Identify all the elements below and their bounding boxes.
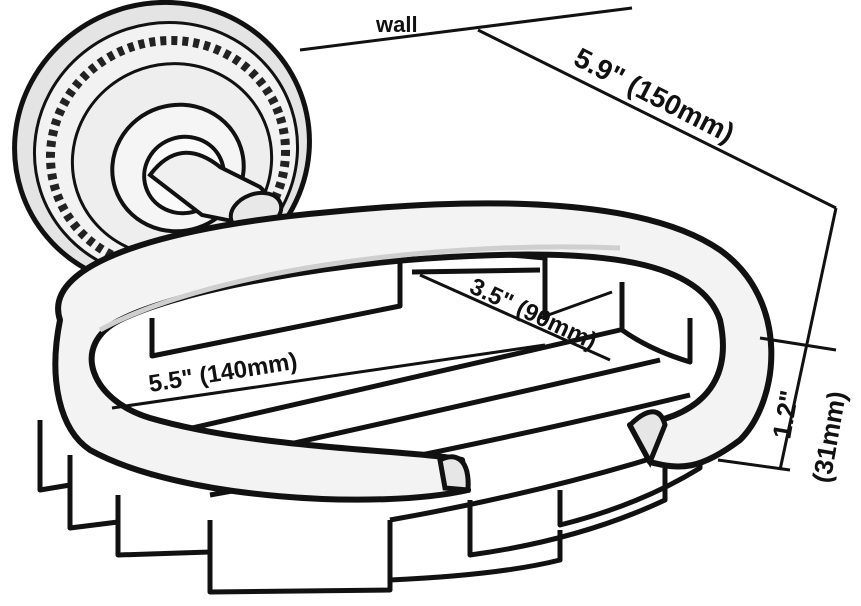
dimension-lines bbox=[111, 6, 838, 472]
inner-depth-label: 3.5" (90mm) bbox=[465, 273, 600, 355]
depth-label: 5.9" (150mm) bbox=[569, 42, 739, 149]
height-label-mm: (31mm) bbox=[806, 389, 852, 485]
height-label-inches: 1.2" bbox=[766, 388, 804, 441]
dish-ring bbox=[52, 200, 775, 503]
wall-label: wall bbox=[375, 12, 418, 37]
wall-rosette bbox=[12, 0, 312, 291]
